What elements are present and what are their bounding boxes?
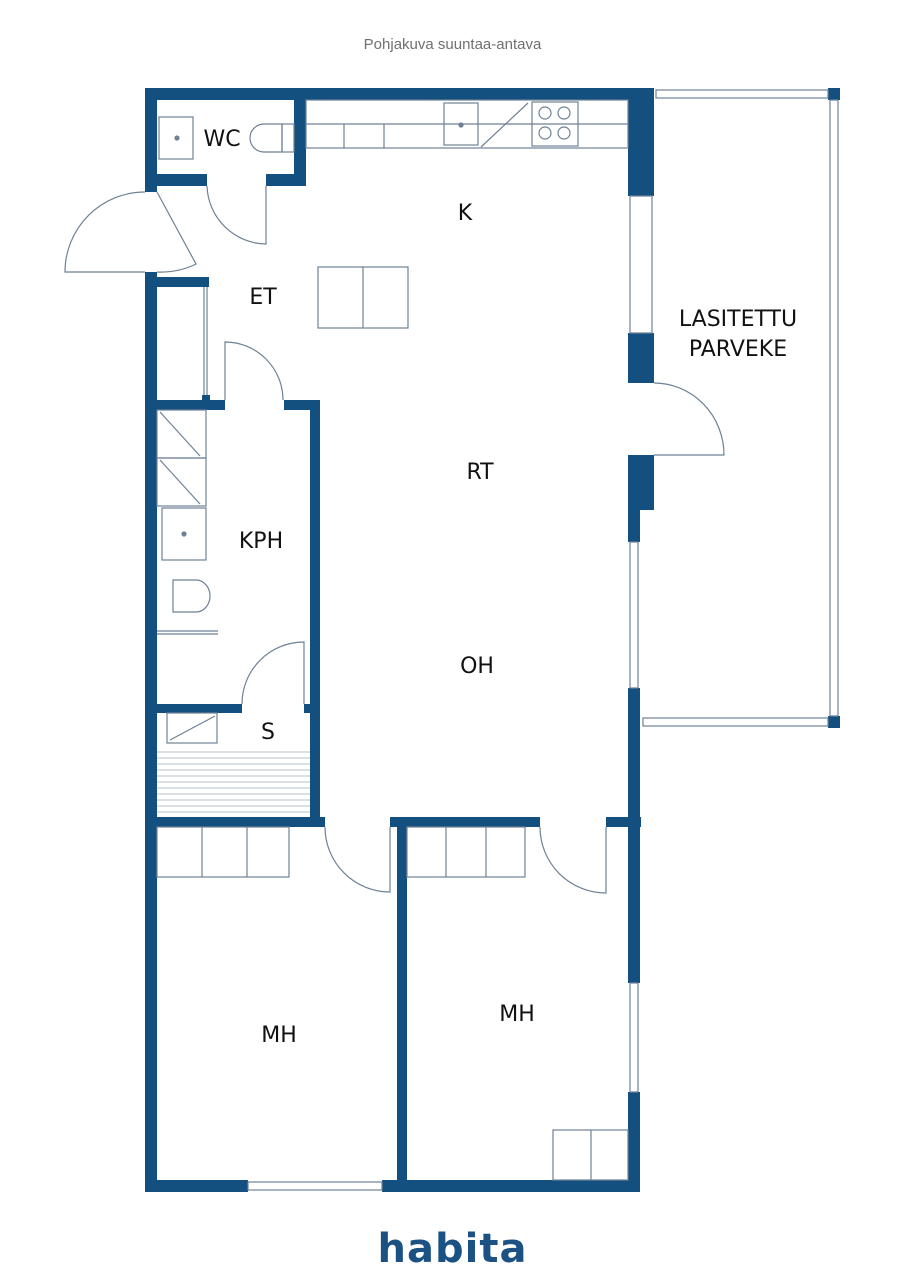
room-label-kitchen: K bbox=[458, 201, 473, 226]
room-label-bathroom: KPH bbox=[239, 529, 283, 554]
plan-title: Pohjakuva suuntaa-antava bbox=[363, 36, 542, 53]
room-label-entry: ET bbox=[249, 285, 277, 310]
habita-logo: habita bbox=[377, 1226, 528, 1272]
room-label-balcony-1: LASITETTU bbox=[679, 307, 797, 332]
room-labels: WC K ET RT KPH OH S MH MH LASITETTU PARV… bbox=[203, 127, 797, 1048]
room-label-bedroom-1: MH bbox=[261, 1023, 297, 1048]
room-label-sauna: S bbox=[261, 720, 275, 745]
room-label-balcony-2: PARVEKE bbox=[689, 337, 787, 362]
room-label-wc: WC bbox=[203, 127, 240, 152]
fixtures bbox=[156, 99, 629, 1181]
room-label-bedroom-2: MH bbox=[499, 1002, 535, 1027]
doors-windows bbox=[64, 89, 839, 1191]
room-label-dining: RT bbox=[466, 460, 494, 485]
walls bbox=[145, 88, 840, 1192]
room-label-living: OH bbox=[460, 654, 494, 679]
